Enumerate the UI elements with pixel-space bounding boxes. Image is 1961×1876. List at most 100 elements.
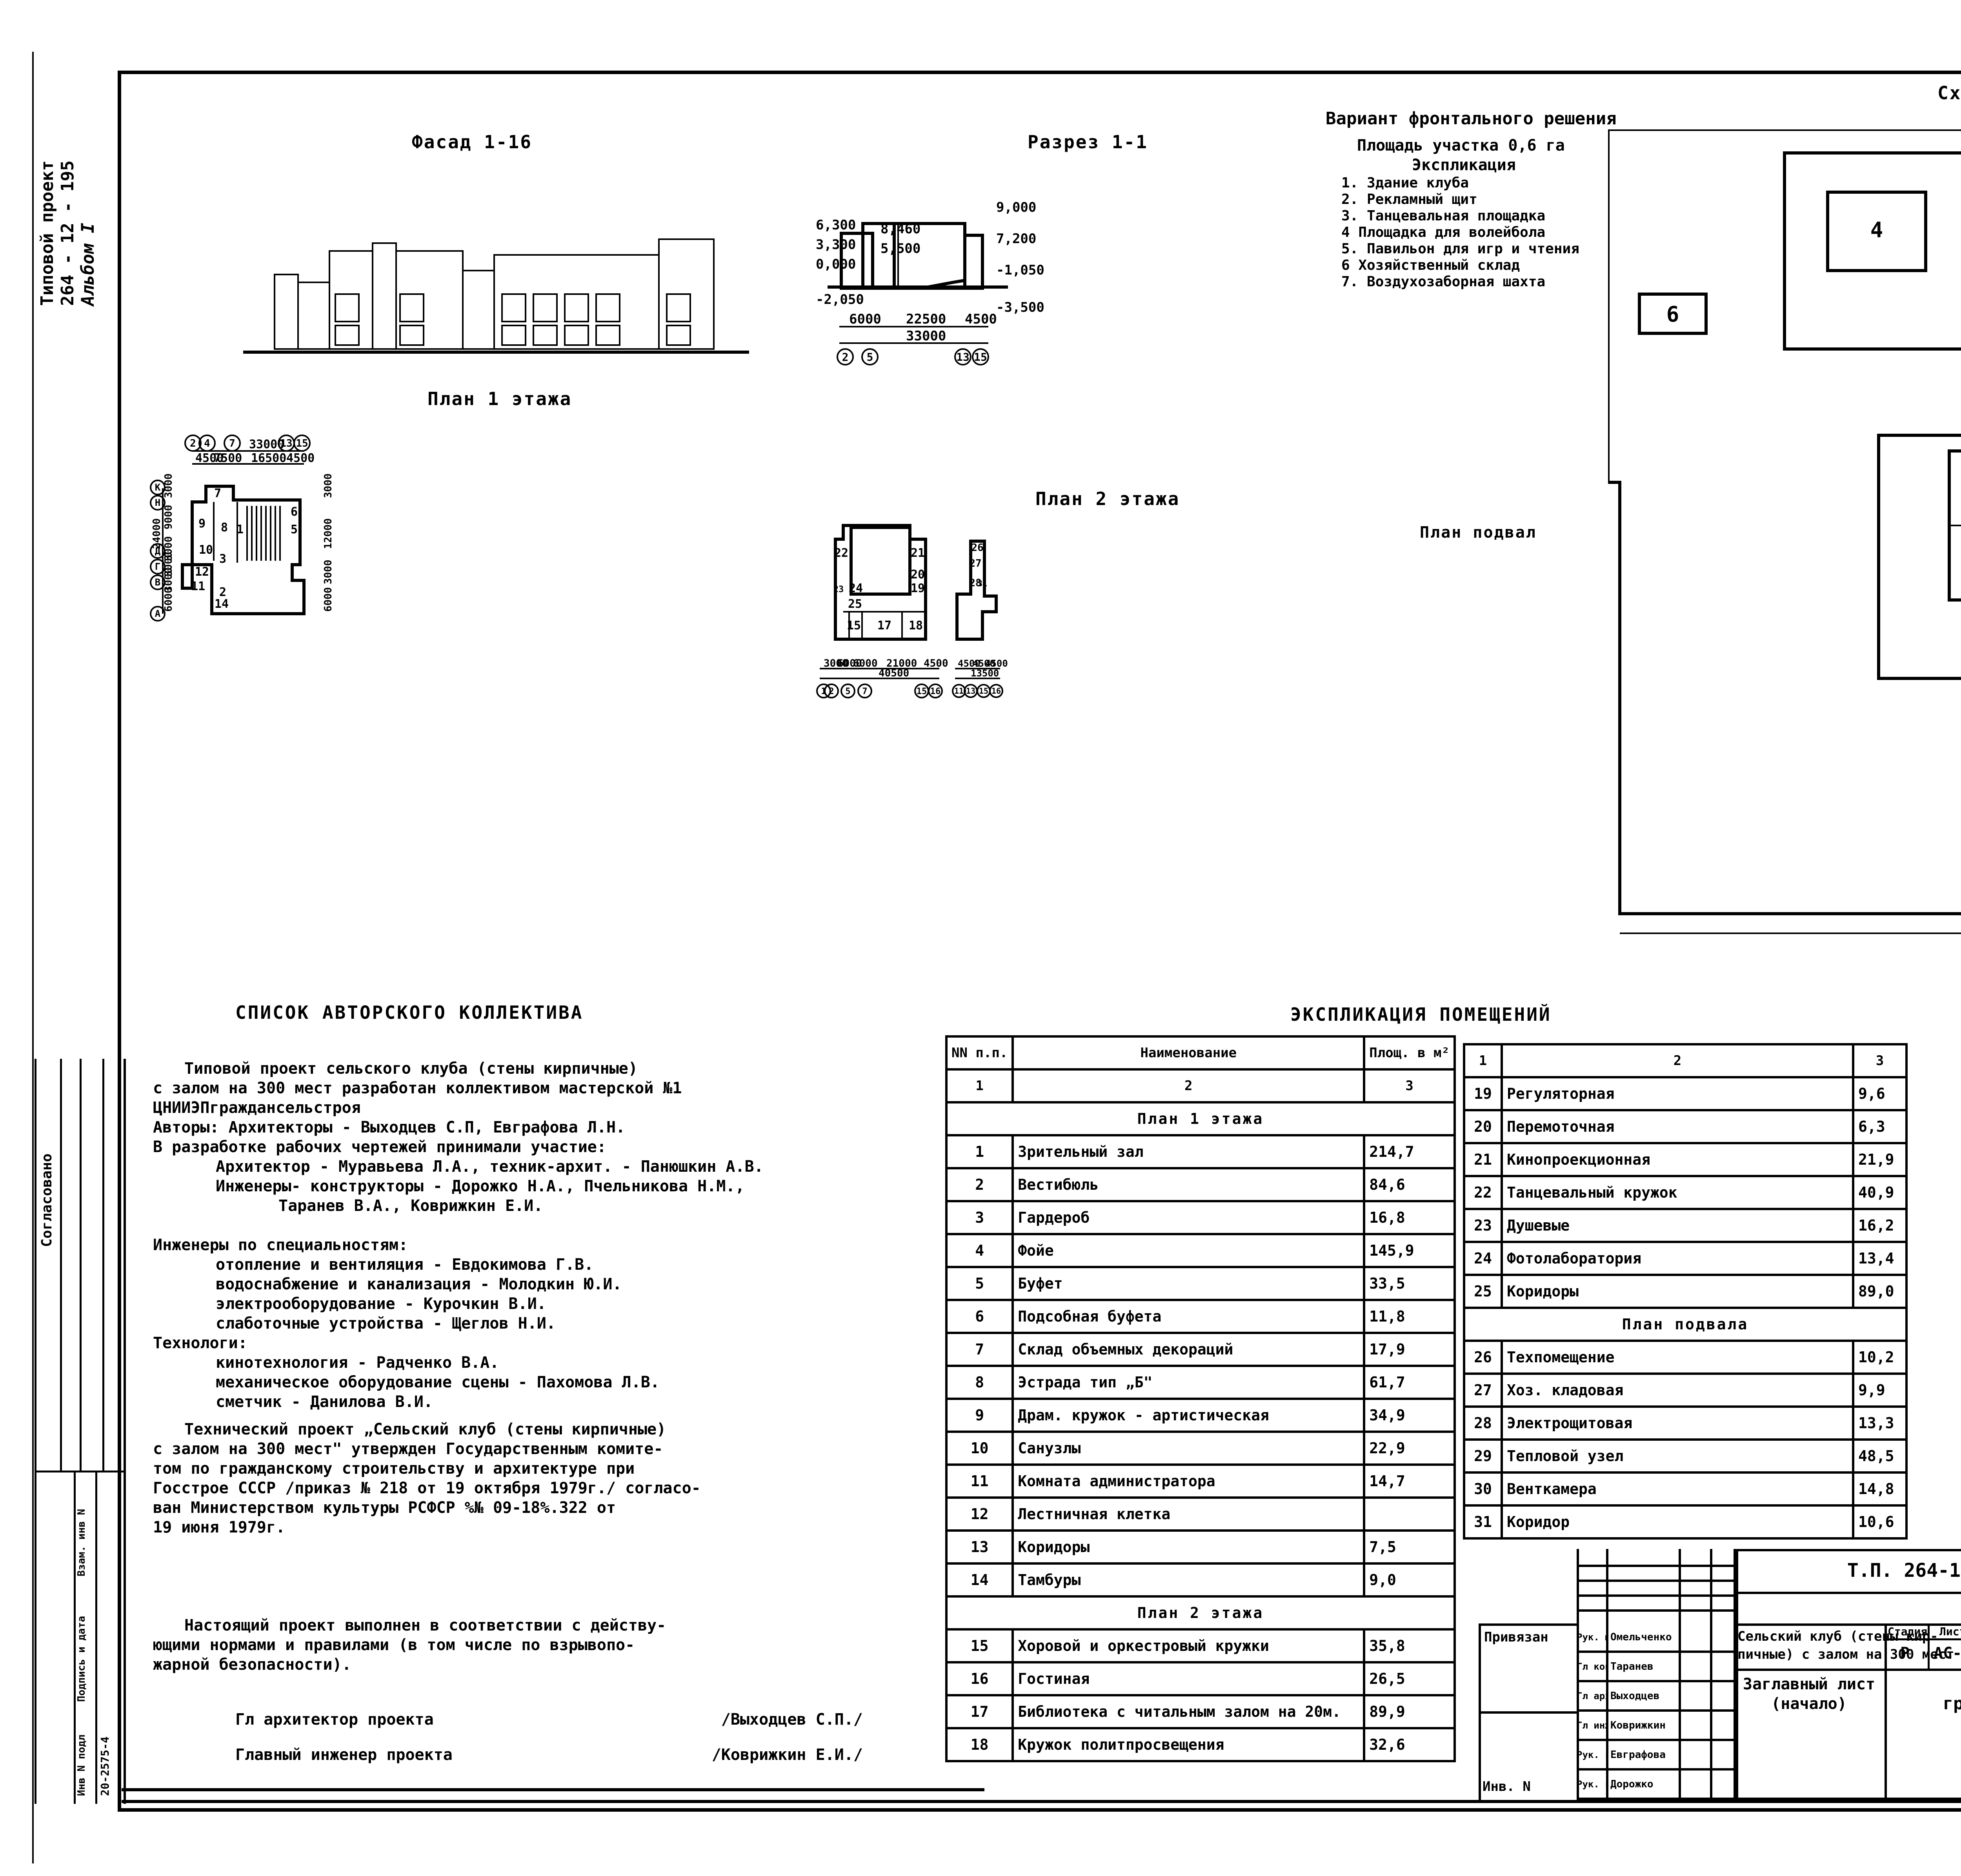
col-number: 3	[1363, 1068, 1456, 1103]
sign-date-label: Подпись и дата	[76, 1616, 87, 1702]
header-num: NN п.п.	[945, 1035, 1014, 1071]
replace-inv-label: Взам. инв N	[76, 1509, 87, 1576]
staff-name: Таранев	[1610, 1660, 1654, 1672]
room-name: Техпомещение	[1501, 1340, 1854, 1375]
header-area: Площ. в м²	[1363, 1035, 1456, 1071]
author-line: водоснабжение и канализация - Молодкин Ю…	[216, 1275, 622, 1293]
project-name-line: Сельский клуб (стены кир-	[1737, 1629, 1938, 1644]
bottom-divider	[122, 1800, 1961, 1803]
level-label: 3,300	[816, 237, 856, 253]
staff-role: Гл инж. пр	[1577, 1720, 1608, 1731]
room-area: 48,5	[1852, 1438, 1908, 1474]
room-name: Вестибюль	[1011, 1167, 1366, 1202]
col-number: 2	[1011, 1068, 1366, 1103]
room-name: Коридоры	[1011, 1529, 1366, 1565]
axis-label: 16	[930, 687, 941, 696]
room-num: 14	[945, 1562, 1014, 1598]
staff-name: Евграфова	[1610, 1749, 1666, 1761]
room-name: Душевые	[1501, 1208, 1854, 1243]
room-area: 40,9	[1852, 1175, 1908, 1210]
side-project-label: Типовой проект 264 - 12 - 195 Альбом I	[37, 160, 98, 306]
room-area: 7,5	[1363, 1529, 1456, 1565]
signature-role: Главный инженер проекта	[235, 1746, 453, 1764]
room-num: 1	[945, 1134, 1014, 1169]
dim-label: 13500	[971, 668, 999, 679]
compliance-line: ющими нормами и правилами (в том числе п…	[153, 1636, 635, 1654]
dim-label: 12000	[322, 518, 334, 549]
author-line: отопление и вентиляция - Евдокимова Г.В.	[216, 1256, 594, 1274]
dim-label: 6000	[849, 311, 881, 327]
room-num: 27	[1463, 1372, 1503, 1408]
room-num: 19	[1463, 1076, 1503, 1111]
level-label: -1,050	[996, 262, 1044, 278]
room-number: 8	[221, 521, 228, 534]
left-stamp: Согласовано Инв N подл Подпись и дата Вз…	[35, 1059, 126, 1804]
room-name: Гардероб	[1011, 1200, 1366, 1235]
inv-label: Инв. N	[1483, 1779, 1531, 1794]
room-num: 22	[1463, 1175, 1503, 1210]
axis-label: К	[155, 482, 161, 493]
axis-label: 2	[829, 687, 834, 696]
room-num: 5	[945, 1266, 1014, 1301]
axis-label: 15	[296, 438, 308, 449]
site-label: 4	[1870, 218, 1883, 242]
room-area: 84,6	[1363, 1167, 1456, 1202]
room-number: 23	[833, 585, 844, 594]
room-num: 4	[945, 1233, 1014, 1268]
room-num: 31	[1463, 1504, 1503, 1540]
room-name: Комната администратора	[1011, 1463, 1366, 1499]
dim-label: 3000	[824, 658, 848, 669]
axis-label: В	[155, 577, 160, 588]
frontal-title: Вариант фронтального решения	[1326, 109, 1617, 129]
staff-role: Гл арх пр.	[1577, 1690, 1608, 1701]
site-area: Площадь участка 0,6 га	[1357, 136, 1565, 155]
axis-label: 2	[842, 351, 849, 364]
room-area: 32,6	[1363, 1727, 1456, 1762]
approval-text: Технический проект „Сельский клуб (стены…	[153, 1420, 701, 1537]
author-line: электрооборудование - Курочкин В.И.	[216, 1295, 546, 1313]
room-name: Склад объемных декораций	[1011, 1332, 1366, 1367]
organization: ЦНИИЭП граждансельстрой	[1887, 1674, 1961, 1714]
author-line: кинотехнология - Радченко В.А.	[216, 1354, 499, 1372]
col-number: 2	[1501, 1043, 1854, 1078]
axis-label: Д	[155, 545, 160, 556]
staff-row: Гл инж. прКоврижкин	[1577, 1712, 1734, 1741]
room-num: 3	[945, 1200, 1014, 1235]
level-label: 8,460	[880, 221, 920, 237]
room-name: Хоровой и оркестровый кружки	[1011, 1628, 1366, 1663]
dim-label: 3000	[322, 560, 334, 584]
sheet-label: Лист	[1939, 1625, 1961, 1638]
bound-label: Привязан	[1484, 1629, 1548, 1645]
room-number: 17	[877, 619, 891, 633]
room-number: 28	[969, 577, 981, 589]
room-name: Фотолаборатория	[1501, 1241, 1854, 1276]
approval-line: 19 июня 1979г.	[153, 1518, 286, 1536]
sheet-title-line: Заглавный лист	[1743, 1675, 1876, 1693]
axis-label: 15	[979, 686, 988, 696]
side-label-line: Альбом I	[78, 223, 98, 306]
room-number: 6	[291, 505, 298, 519]
room-area: 10,6	[1852, 1504, 1908, 1540]
legend-item: 7. Воздухозаборная шахта	[1341, 274, 1546, 290]
dim-label: 16500	[251, 451, 286, 465]
dim-label: 7500	[214, 451, 242, 465]
staff-name: Омельченко	[1610, 1631, 1672, 1643]
approval-line: с залом на 300 мест" утвержден Государст…	[153, 1440, 663, 1458]
room-area: 16,2	[1852, 1208, 1908, 1243]
stage-label: Стадия	[1888, 1625, 1928, 1638]
org-line: граждансельстрой	[1943, 1694, 1961, 1714]
room-name: Кинопроекционная	[1501, 1142, 1854, 1177]
axis-label: 15	[917, 687, 927, 696]
staff-table: Рук. мастОмельченкоГл констТараневГл арх…	[1577, 1623, 1734, 1800]
axis-label: 7	[862, 687, 867, 696]
dim-label: 4500	[965, 311, 997, 327]
room-number: 7	[214, 487, 221, 500]
room-number: 3	[219, 552, 226, 566]
